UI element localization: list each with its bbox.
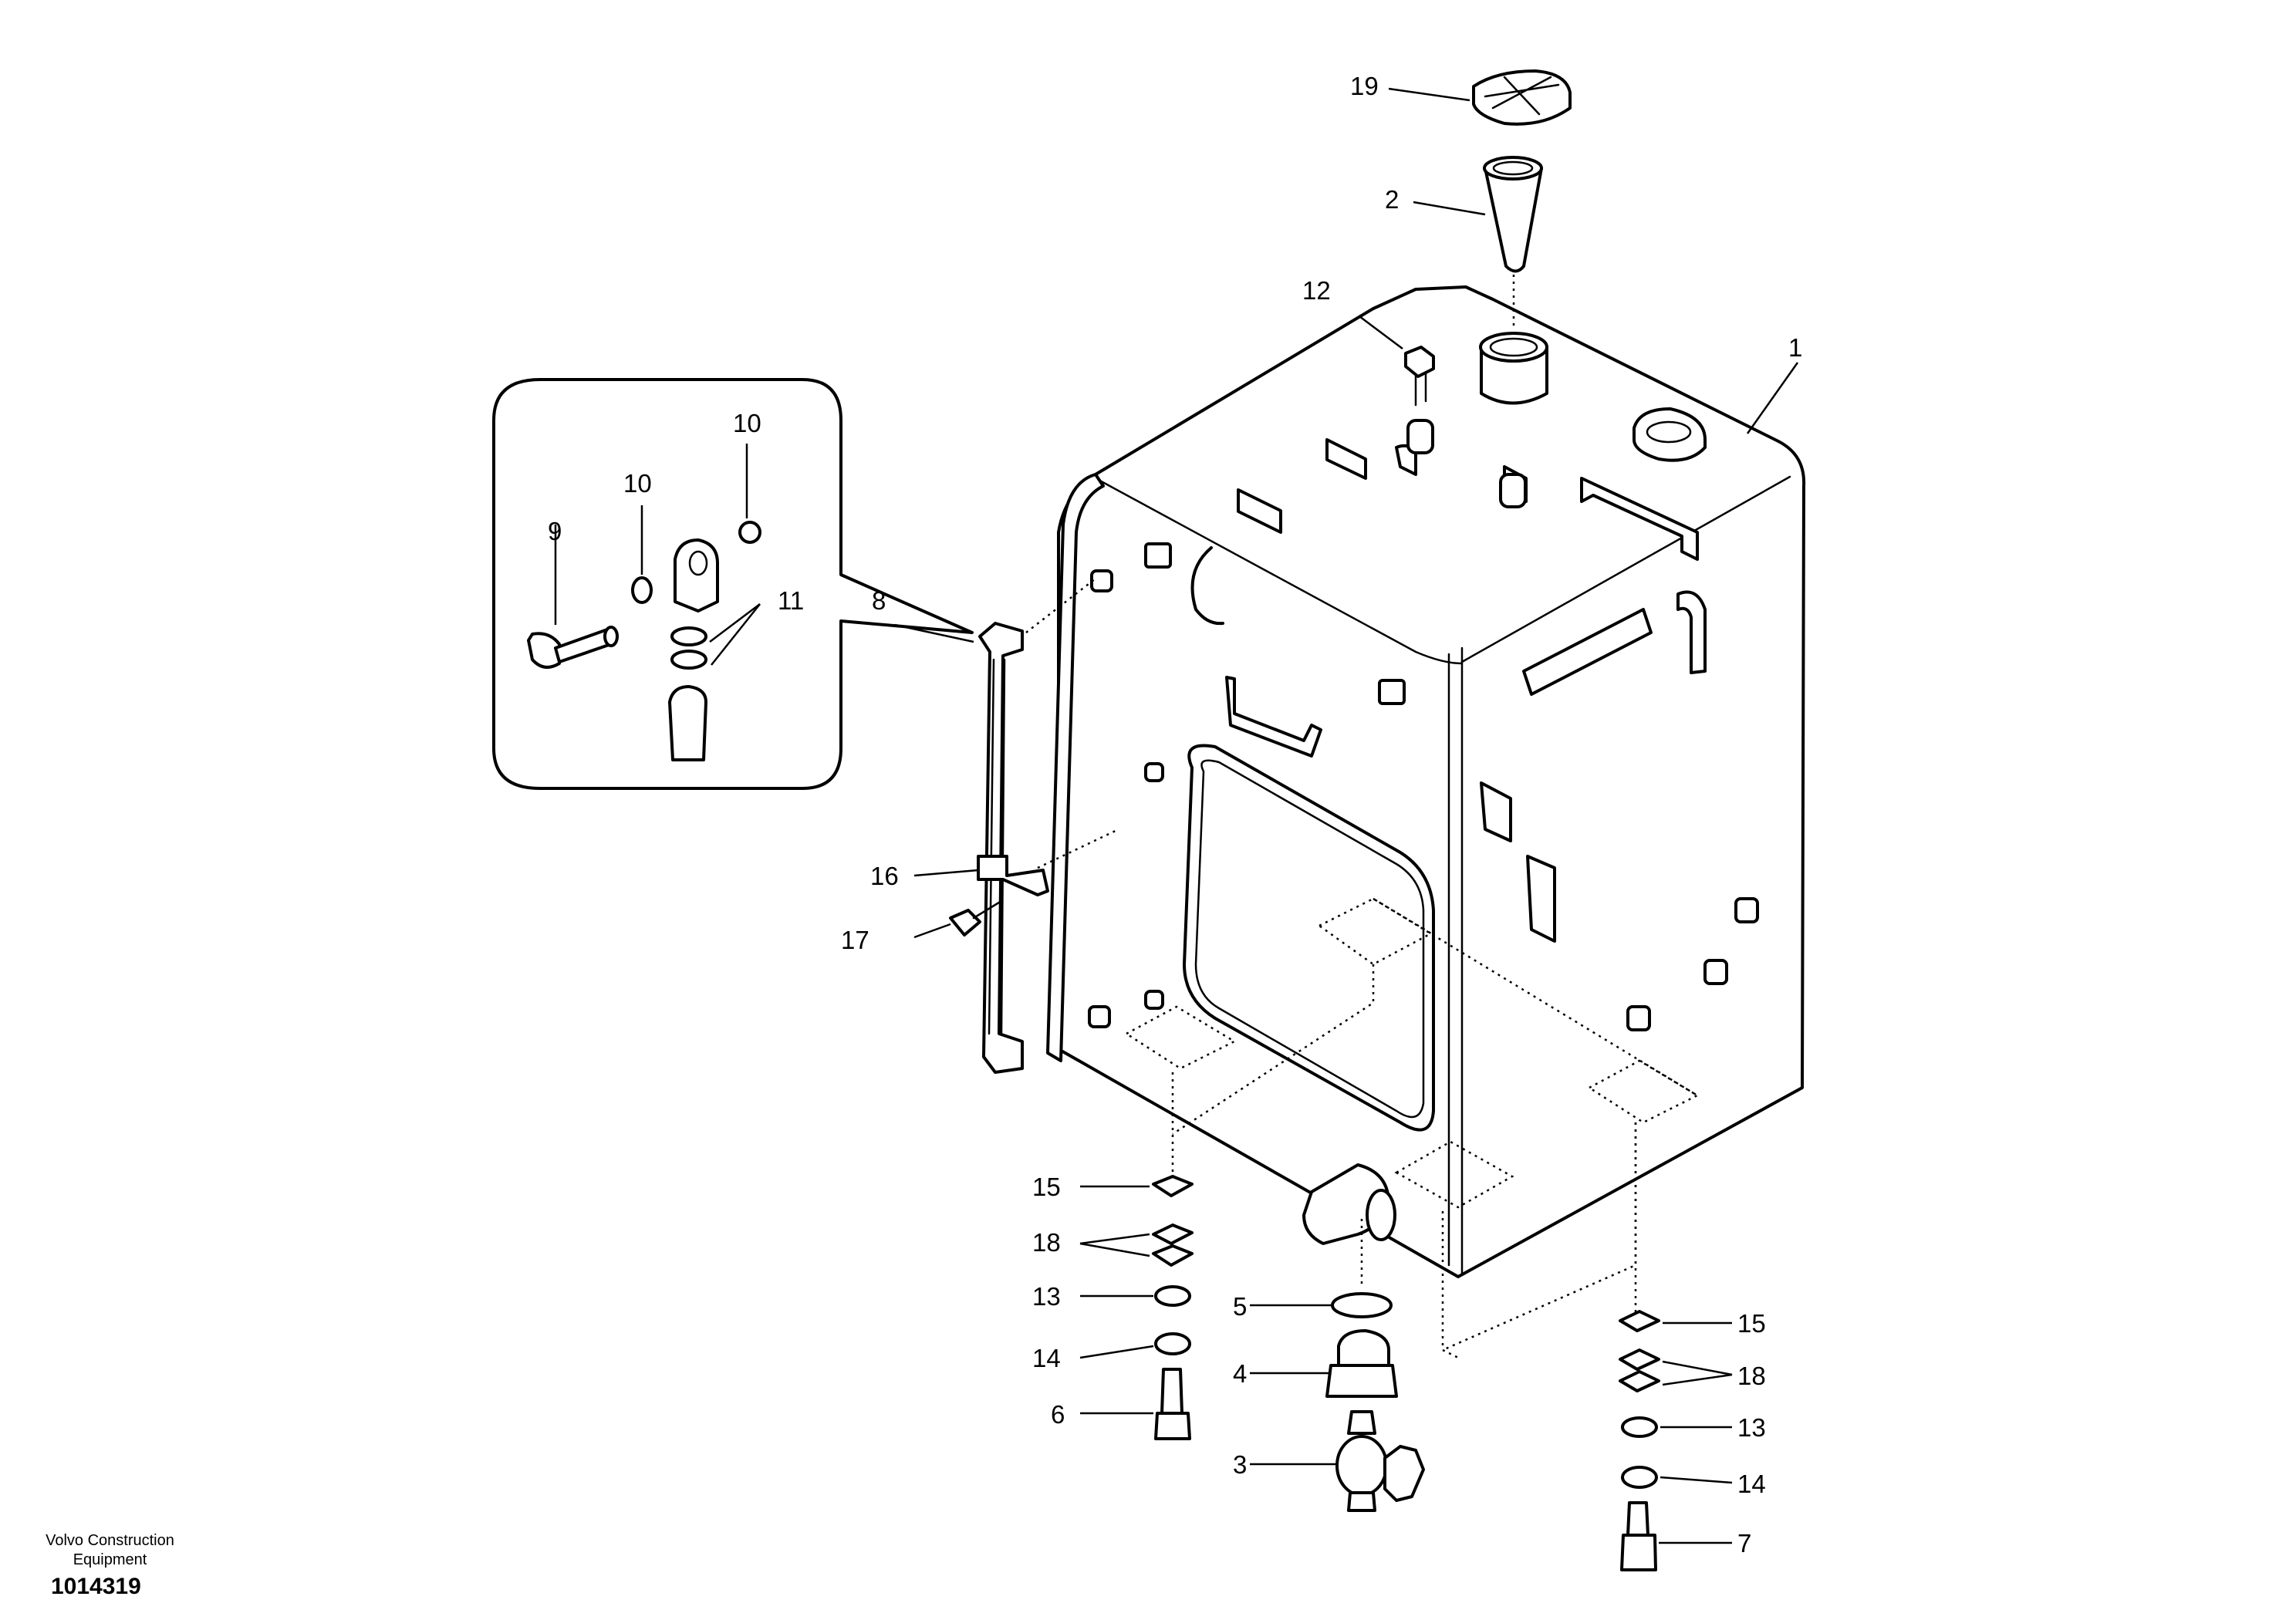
screw-part-17 bbox=[949, 909, 981, 937]
callout-9: 9 bbox=[548, 517, 562, 545]
drawing-number: 1014319 bbox=[51, 1574, 141, 1599]
banjo-fitting bbox=[674, 538, 719, 613]
drain-parts bbox=[1325, 1292, 1425, 1512]
callout-17: 17 bbox=[841, 926, 869, 954]
callout-18b: 18 bbox=[1737, 1362, 1766, 1390]
callout-4: 4 bbox=[1233, 1359, 1247, 1388]
plug-part-4 bbox=[1337, 1329, 1390, 1367]
filler-cap-part-19 bbox=[1472, 69, 1572, 126]
callout-16: 16 bbox=[870, 862, 899, 890]
leader-lines bbox=[894, 87, 1799, 1544]
callout-19: 19 bbox=[1350, 72, 1379, 100]
callout-5: 5 bbox=[1233, 1292, 1247, 1321]
company-name-line1: Volvo Construction bbox=[46, 1532, 174, 1549]
callout-14b: 14 bbox=[1737, 1470, 1766, 1498]
washer-stack-right bbox=[1619, 1310, 1660, 1571]
callout-13b: 13 bbox=[1737, 1413, 1766, 1442]
callout-15a: 15 bbox=[1032, 1173, 1061, 1201]
callout-10b: 10 bbox=[733, 409, 761, 437]
callout-14a: 14 bbox=[1032, 1344, 1061, 1372]
callout-7: 7 bbox=[1737, 1529, 1751, 1558]
drain-valve-part-3 bbox=[1347, 1410, 1376, 1435]
inset-detail bbox=[492, 378, 974, 790]
clamp-part-16 bbox=[977, 855, 1049, 896]
o-ring-part-10b bbox=[738, 521, 761, 544]
callout-2: 2 bbox=[1385, 185, 1399, 214]
washer-stack-left bbox=[1152, 1175, 1194, 1440]
o-ring-part-10a bbox=[631, 576, 653, 604]
company-name-line2: Equipment bbox=[73, 1551, 147, 1568]
callout-6: 6 bbox=[1051, 1400, 1065, 1429]
company-name: Volvo Construction Equipment bbox=[15, 1531, 204, 1570]
strainer-part-2 bbox=[1483, 156, 1543, 273]
hydraulic-tank bbox=[1025, 177, 1806, 1359]
callout-11: 11 bbox=[778, 586, 804, 615]
o-ring-part-11a bbox=[670, 626, 707, 646]
callout-8: 8 bbox=[872, 586, 886, 615]
callout-15b: 15 bbox=[1737, 1309, 1766, 1338]
callout-labels: 19 2 12 1 10 10 9 11 8 16 17 15 18 13 14… bbox=[548, 72, 1802, 1558]
callout-12: 12 bbox=[1302, 276, 1331, 305]
callout-10a: 10 bbox=[623, 469, 652, 498]
o-ring-part-11b bbox=[670, 650, 707, 670]
callout-1: 1 bbox=[1788, 333, 1802, 362]
callout-13a: 13 bbox=[1032, 1282, 1061, 1311]
hose-end bbox=[668, 685, 707, 761]
callout-3: 3 bbox=[1233, 1450, 1247, 1479]
screw-part-12 bbox=[1404, 346, 1527, 508]
banjo-bolt-part-9 bbox=[527, 626, 619, 669]
callout-18a: 18 bbox=[1032, 1228, 1061, 1257]
o-ring-part-5 bbox=[1331, 1292, 1393, 1318]
level-gauge bbox=[949, 622, 1049, 1074]
